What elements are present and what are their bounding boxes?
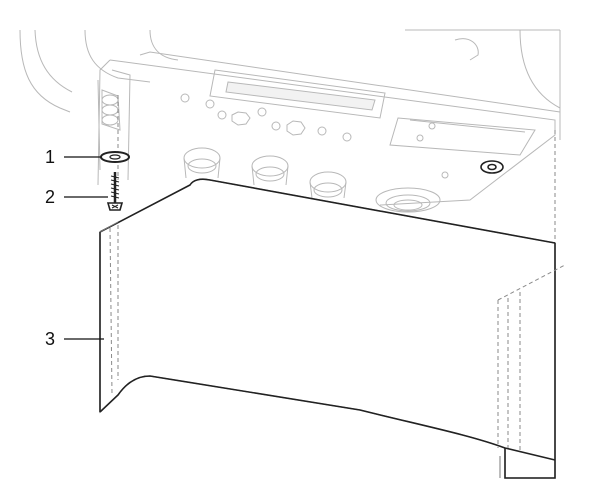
- appliance-body: [19, 29, 561, 275]
- cover-part: [99, 178, 566, 479]
- mounting-washer-right: [480, 160, 504, 174]
- callout-label-1: 1: [45, 147, 56, 167]
- callout-label-3: 3: [45, 329, 56, 349]
- screw-part: [106, 172, 124, 211]
- washer-part: [100, 151, 130, 163]
- callout-label-2: 2: [45, 187, 56, 207]
- pipe-fittings: [183, 147, 441, 213]
